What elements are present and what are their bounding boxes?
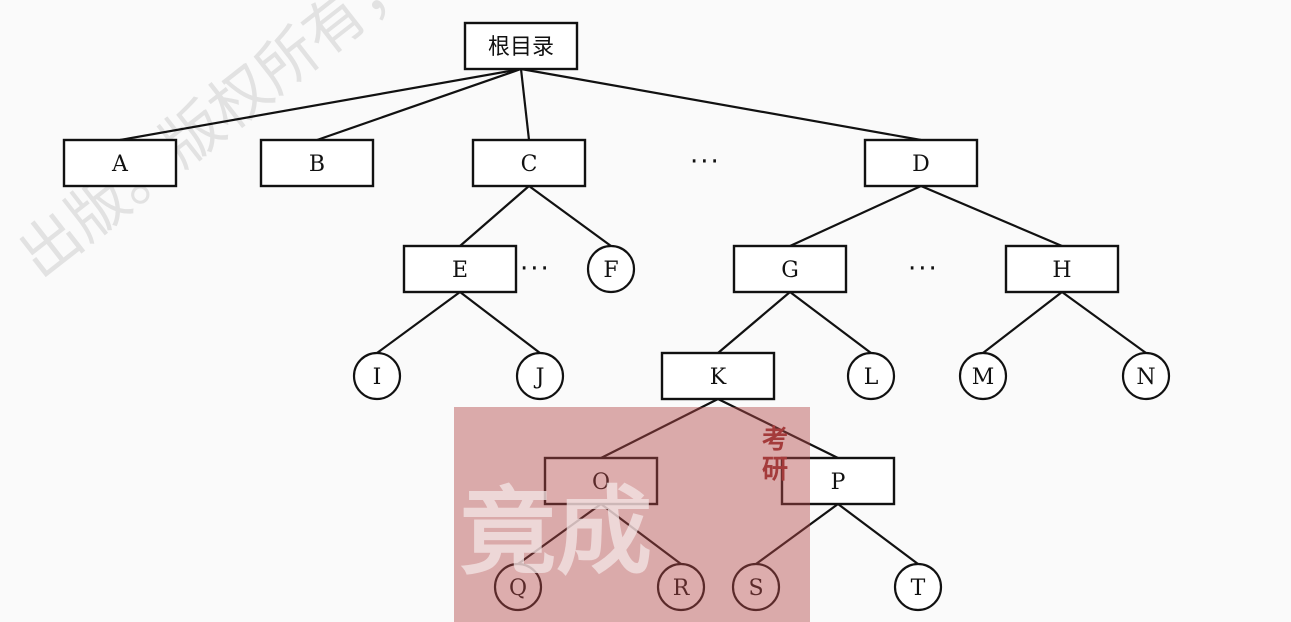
node-label-e: E xyxy=(452,258,468,283)
file-circle-q xyxy=(493,562,543,612)
node-label-k: K xyxy=(710,365,727,390)
file-circle-m xyxy=(958,351,1008,401)
edge-root-a xyxy=(119,67,522,142)
edge-p-s xyxy=(755,503,839,565)
node-label-t: T xyxy=(911,576,926,601)
directory-box-b xyxy=(259,138,375,188)
file-circle-l xyxy=(846,351,896,401)
node-label-m: M xyxy=(972,365,995,390)
edge-p-t xyxy=(837,503,919,565)
ellipsis-level1: ··· xyxy=(690,147,721,177)
edge-g-l xyxy=(789,291,872,354)
node-label-s: S xyxy=(748,576,763,601)
node-b: B xyxy=(259,138,375,188)
node-r: R xyxy=(656,562,706,612)
directory-box-e xyxy=(402,244,518,294)
directory-box-a xyxy=(62,138,178,188)
edge-k-p xyxy=(717,398,839,459)
node-i: I xyxy=(352,351,402,401)
node-m: M xyxy=(958,351,1008,401)
directory-box-o xyxy=(543,456,659,506)
node-g: G xyxy=(732,244,848,294)
node-j: J xyxy=(515,351,565,401)
node-label-r: R xyxy=(673,576,691,601)
directory-box-g xyxy=(732,244,848,294)
node-n: N xyxy=(1121,351,1171,401)
stamp-background xyxy=(454,407,810,622)
edge-root-d xyxy=(520,67,922,142)
root-label: 根目录 xyxy=(488,35,554,60)
edge-o-r xyxy=(600,503,682,565)
node-q: Q xyxy=(493,562,543,612)
file-circle-t xyxy=(893,562,943,612)
nodes-layer: A B C D E F G H I J K L M N O P Q R S T xyxy=(62,138,1171,612)
stamp-small-text-2: 研 xyxy=(762,455,788,485)
node-d: D xyxy=(863,138,979,188)
stamp-main-text: 竟成 xyxy=(460,475,652,588)
node-label-l: L xyxy=(864,365,879,390)
node-label-o: O xyxy=(592,470,610,495)
node-c: C xyxy=(471,138,587,188)
edge-e-i xyxy=(376,291,461,354)
node-root: 根目录 xyxy=(463,21,579,71)
node-label-q: Q xyxy=(509,576,527,601)
edge-root-c xyxy=(519,68,531,141)
edge-k-o xyxy=(600,398,719,459)
node-t: T xyxy=(893,562,943,612)
file-circle-f xyxy=(586,244,636,294)
directory-box-c xyxy=(471,138,587,188)
ellipsis-d-children: ··· xyxy=(908,254,939,284)
node-label-f: F xyxy=(603,258,618,283)
node-label-h: H xyxy=(1052,258,1071,283)
directory-box-h xyxy=(1004,244,1120,294)
ellipsis-c-children: ··· xyxy=(520,254,551,284)
root-box xyxy=(463,21,579,71)
node-label-b: B xyxy=(309,152,325,177)
stamp-watermark: 竟成 考 研 xyxy=(454,407,810,622)
ellipsis-layer: ··· ··· ··· xyxy=(520,147,939,284)
edges-layer xyxy=(119,67,1147,565)
node-h: H xyxy=(1004,244,1120,294)
node-label-g: G xyxy=(781,258,799,283)
edge-c-e xyxy=(459,185,530,247)
node-label-c: C xyxy=(521,152,538,177)
file-circle-i xyxy=(352,351,402,401)
file-circle-r xyxy=(656,562,706,612)
node-label-d: D xyxy=(912,152,930,177)
node-a: A xyxy=(62,138,178,188)
node-label-a: A xyxy=(111,152,129,177)
edge-o-q xyxy=(517,503,602,565)
node-s: S xyxy=(731,562,781,612)
directory-box-p xyxy=(780,456,896,506)
node-label-j: J xyxy=(534,365,545,390)
stamp-small-text-1: 考 xyxy=(762,425,788,455)
node-label-n: N xyxy=(1136,365,1155,390)
edge-h-m xyxy=(982,291,1063,354)
directory-box-d xyxy=(863,138,979,188)
node-k: K xyxy=(660,351,776,401)
edge-g-k xyxy=(717,291,791,354)
file-circle-n xyxy=(1121,351,1171,401)
node-e: E xyxy=(402,244,518,294)
edge-root-b xyxy=(316,67,522,142)
directory-box-k xyxy=(660,351,776,401)
file-circle-s xyxy=(731,562,781,612)
node-label-p: P xyxy=(831,470,846,495)
edge-c-f xyxy=(528,185,612,247)
edge-d-h xyxy=(920,184,1063,248)
file-circle-j xyxy=(515,351,565,401)
node-label-i: I xyxy=(373,365,382,390)
edge-d-g xyxy=(789,184,922,248)
edge-e-j xyxy=(459,291,541,354)
node-l: L xyxy=(846,351,896,401)
node-o: O xyxy=(543,456,659,506)
node-f: F xyxy=(586,244,636,294)
edge-h-n xyxy=(1061,291,1147,354)
node-p: P xyxy=(780,456,896,506)
